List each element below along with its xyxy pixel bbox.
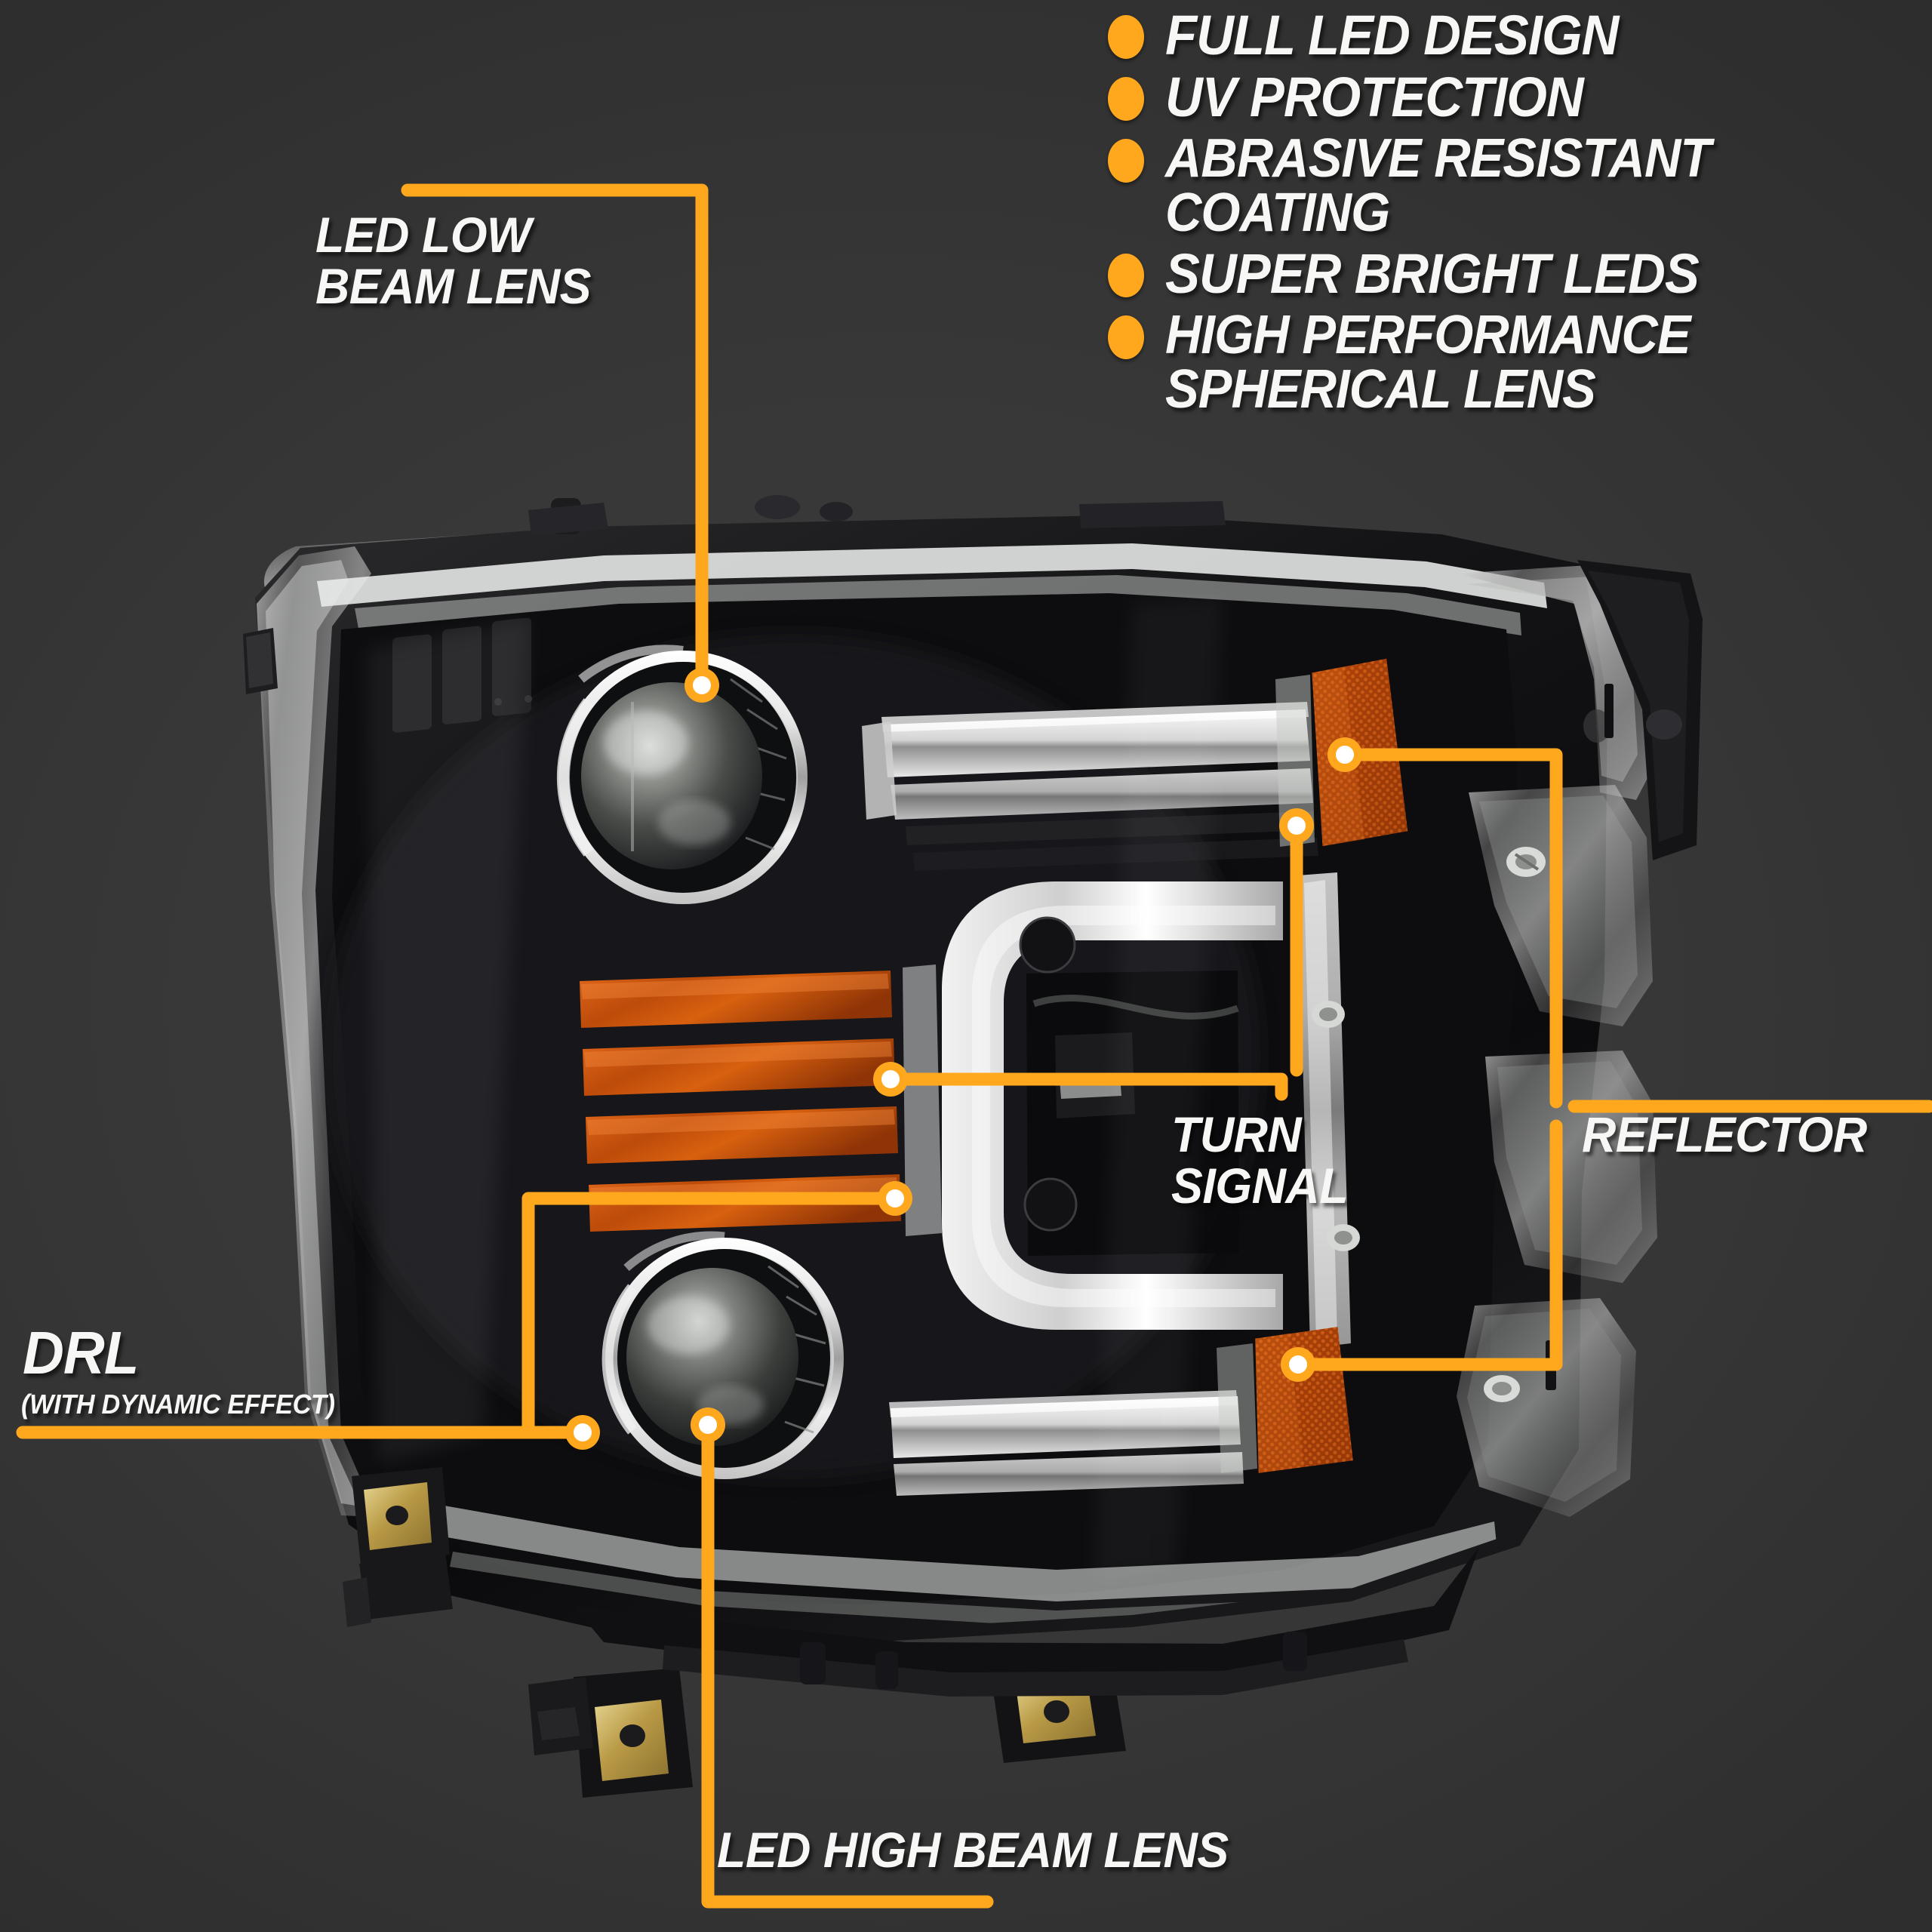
feature-label: HIGH PERFORMANCE SPHERICAL LENS — [1165, 305, 1691, 420]
feature-item: SUPER BRIGHT LEDS — [1108, 243, 1932, 302]
bullet-icon — [1108, 254, 1144, 297]
feature-label: SUPER BRIGHT LEDS — [1165, 242, 1700, 305]
callout-high-beam-lens: LED HIGH BEAM LENS — [717, 1822, 1229, 1878]
callout-reflector: REFLECTOR — [1582, 1106, 1867, 1162]
feature-label: ABRASIVE RESISTANT COATING — [1165, 128, 1711, 243]
callout-low-beam-lens: LED LOW BEAM LENS — [315, 207, 591, 314]
callout-turn-signal: TURN SIGNAL — [1171, 1106, 1349, 1214]
feature-item: FULL LED DESIGN — [1108, 5, 1932, 63]
callout-drl: DRL — [23, 1319, 139, 1386]
feature-label: UV PROTECTION — [1165, 66, 1584, 128]
feature-item: UV PROTECTION — [1108, 66, 1932, 125]
bullet-icon — [1108, 15, 1144, 59]
callout-drl-sublabel: (WITH DYNAMIC EFFECT) — [21, 1389, 335, 1420]
feature-label: FULL LED DESIGN — [1165, 4, 1619, 66]
bullet-icon — [1108, 77, 1144, 121]
feature-list: FULL LED DESIGN UV PROTECTION ABRASIVE R… — [1108, 5, 1932, 420]
feature-item: ABRASIVE RESISTANT COATING — [1108, 128, 1932, 240]
bullet-icon — [1108, 139, 1144, 183]
feature-item: HIGH PERFORMANCE SPHERICAL LENS — [1108, 305, 1932, 417]
bullet-icon — [1108, 315, 1144, 359]
